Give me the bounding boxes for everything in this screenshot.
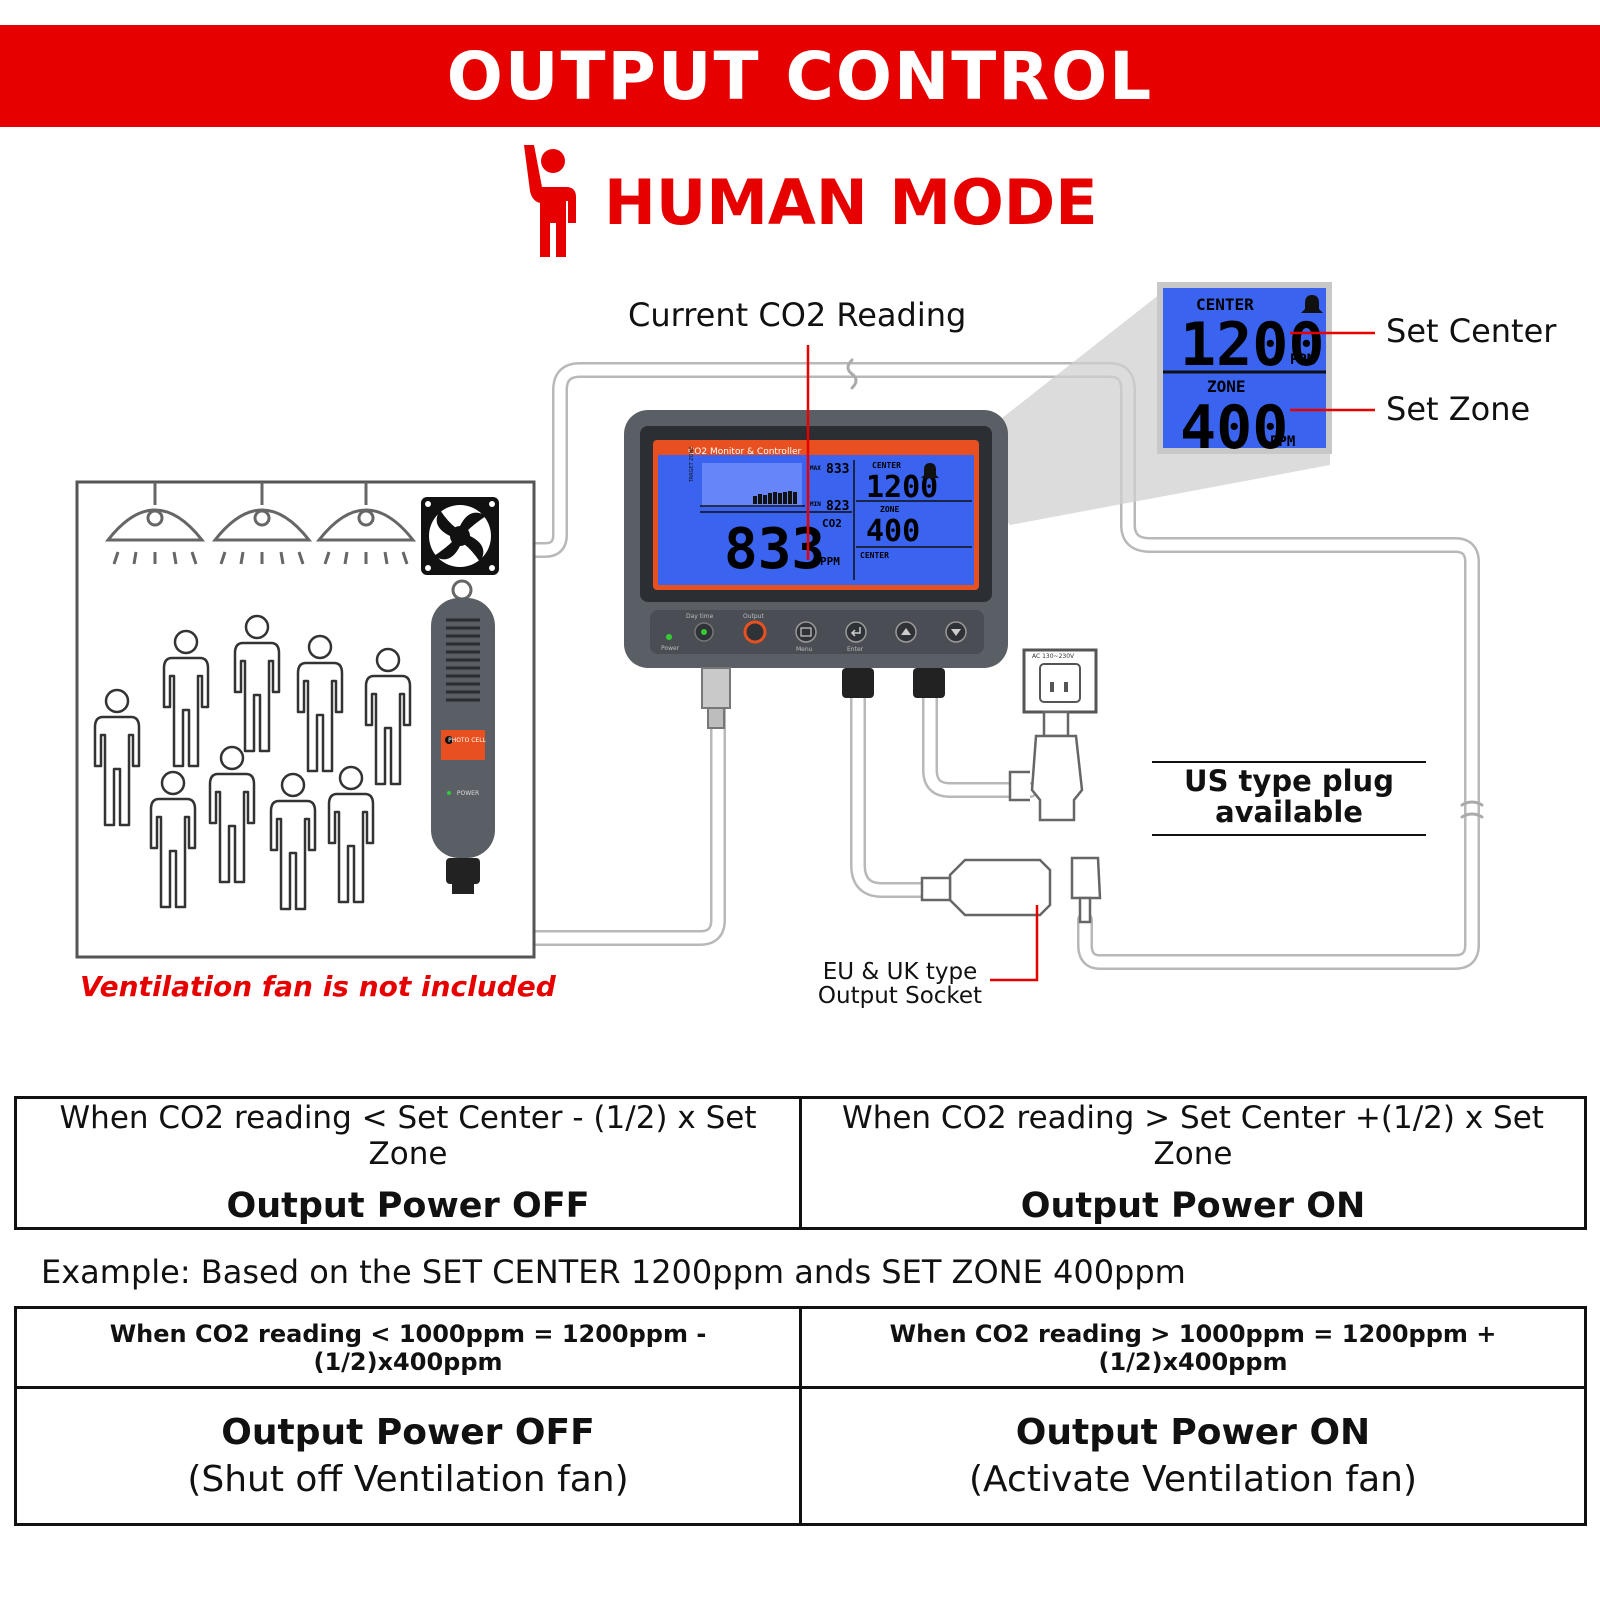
alarm-bell-icon: [921, 463, 939, 478]
menu-icon: [800, 627, 812, 637]
set-center-label: Set Center: [1386, 312, 1557, 350]
rule-left-result: Output Power OFF: [226, 1186, 590, 1226]
zoom-zone-label: ZONE: [1207, 377, 1246, 396]
enter-icon: [850, 627, 861, 637]
menu-button-label: Menu: [796, 646, 813, 653]
setup-diagram: PHOTO CELL POWER CO2 Monitor & Controlle…: [75, 282, 1484, 982]
power-button-label: Power: [661, 645, 680, 652]
daytime-button-label: Day time: [686, 613, 714, 620]
power-led-icon: [666, 634, 672, 640]
zoom-center-value: 1200: [1180, 310, 1325, 380]
example-text: Example: Based on the SET CENTER 1200ppm…: [41, 1253, 1186, 1291]
up-arrow-icon: [901, 628, 911, 635]
example-table: When CO2 reading < 1000ppm = 1200ppm - (…: [14, 1306, 1587, 1526]
co2-sensor-probe: PHOTO CELL POWER: [431, 579, 495, 894]
eu-uk-line2: Output Socket: [817, 983, 983, 1009]
device-mini-chart: TARGET ZONE: [689, 447, 805, 507]
device-zone-label: ZONE: [880, 505, 899, 514]
mode-heading: HUMAN MODE: [520, 143, 1098, 261]
max-label: MAX: [810, 465, 821, 472]
rule-left-condition: When CO2 reading < Set Center - (1/2) x …: [59, 1100, 757, 1172]
probe-power-label: POWER: [457, 790, 479, 797]
enter-button[interactable]: [845, 621, 867, 643]
header-banner: OUTPUT CONTROL: [0, 25, 1600, 127]
pointer-lines: [806, 331, 1375, 982]
us-plug-line1: US type plug: [1184, 764, 1394, 798]
raised-hand-person-icon: [524, 145, 576, 257]
device-brand: CO2 Monitor & Controller: [688, 447, 801, 457]
rule-right-result: Output Power ON: [1020, 1186, 1366, 1226]
rule-table: When CO2 reading < Set Center - (1/2) x …: [14, 1096, 1587, 1230]
down-arrow-icon: [951, 629, 961, 636]
zoom-zone-unit: PPM: [1270, 434, 1295, 450]
example-right-result: Output Power ON: [1015, 1412, 1371, 1453]
example-left-condition-cell: When CO2 reading < 1000ppm = 1200ppm - (…: [14, 1306, 802, 1389]
set-zone-label: Set Zone: [1386, 390, 1531, 428]
lamp-icon: [211, 482, 313, 565]
eu-uk-output-socket-icon: [920, 856, 1102, 924]
device-main-unit: PPM: [820, 555, 840, 568]
output-button[interactable]: [743, 620, 767, 644]
device-zone-value: 400: [866, 514, 920, 549]
rule-cell-on: When CO2 reading > Set Center +(1/2) x S…: [799, 1096, 1587, 1230]
us-plug-icon: [1008, 710, 1084, 822]
zoomed-setpoint-display: CENTER 1200 PPM ZONE 400 PPM: [1157, 282, 1332, 463]
example-left-result-cell: Output Power OFF (Shut off Ventilation f…: [14, 1386, 802, 1526]
ceiling-lamps: [104, 482, 417, 565]
device-center-label: CENTER: [872, 461, 901, 470]
example-right-condition: When CO2 reading > 1000ppm = 1200ppm + (…: [889, 1319, 1497, 1376]
example-right-condition-cell: When CO2 reading > 1000ppm = 1200ppm + (…: [799, 1306, 1587, 1389]
min-value: 823: [826, 499, 849, 514]
zoom-alarm-bell-icon: [1301, 295, 1323, 313]
lamp-icon: [315, 482, 417, 565]
device-gas-label: CO2: [822, 517, 842, 530]
zoom-center-label: CENTER: [1196, 295, 1254, 314]
outlet-voltage-label: AC 130~230V: [1032, 653, 1075, 660]
page-title: OUTPUT CONTROL: [446, 37, 1154, 115]
example-left-result: Output Power OFF: [221, 1412, 595, 1453]
output-button-label: Output: [743, 613, 764, 620]
chart-axis-label: TARGET ZONE: [689, 447, 695, 484]
rule-right-condition: When CO2 reading > Set Center +(1/2) x S…: [842, 1100, 1544, 1172]
zoom-zone-value: 400: [1180, 393, 1288, 463]
eu-uk-note: EU & UK type Output Socket: [810, 960, 990, 1008]
example-right-sub: (Activate Ventilation fan): [969, 1459, 1417, 1500]
min-label: MIN: [810, 501, 821, 508]
menu-button[interactable]: [795, 621, 817, 643]
example-right-result-cell: Output Power ON (Activate Ventilation fa…: [799, 1386, 1587, 1526]
example-left-condition: When CO2 reading < 1000ppm = 1200ppm - (…: [109, 1319, 707, 1376]
mode-title: HUMAN MODE: [604, 165, 1098, 239]
rule-cell-off: When CO2 reading < Set Center - (1/2) x …: [14, 1096, 802, 1230]
photo-cell-label: PHOTO CELL: [448, 737, 486, 744]
device-bottom-label: CENTER: [860, 551, 889, 560]
example-left-sub: (Shut off Ventilation fan): [187, 1459, 629, 1500]
main-co2-reading: 833: [724, 517, 825, 582]
ventilation-fan-icon: [421, 497, 499, 575]
zoom-center-unit: PPM: [1290, 352, 1315, 368]
wall-outlet: AC 130~230V: [1022, 648, 1098, 714]
fan-not-included-note: Ventilation fan is not included: [80, 970, 556, 1003]
us-plug-note: US type plug available: [1152, 766, 1426, 828]
eu-uk-line1: EU & UK type: [822, 959, 978, 985]
max-value: 833: [826, 462, 849, 477]
current-reading-label: Current CO2 Reading: [628, 296, 967, 334]
co2-controller-device: CO2 Monitor & Controller TARGET ZONE MAX…: [624, 410, 1008, 729]
us-plug-line2: available: [1215, 795, 1363, 829]
enter-button-label: Enter: [847, 646, 864, 653]
lamp-icon: [104, 482, 206, 565]
